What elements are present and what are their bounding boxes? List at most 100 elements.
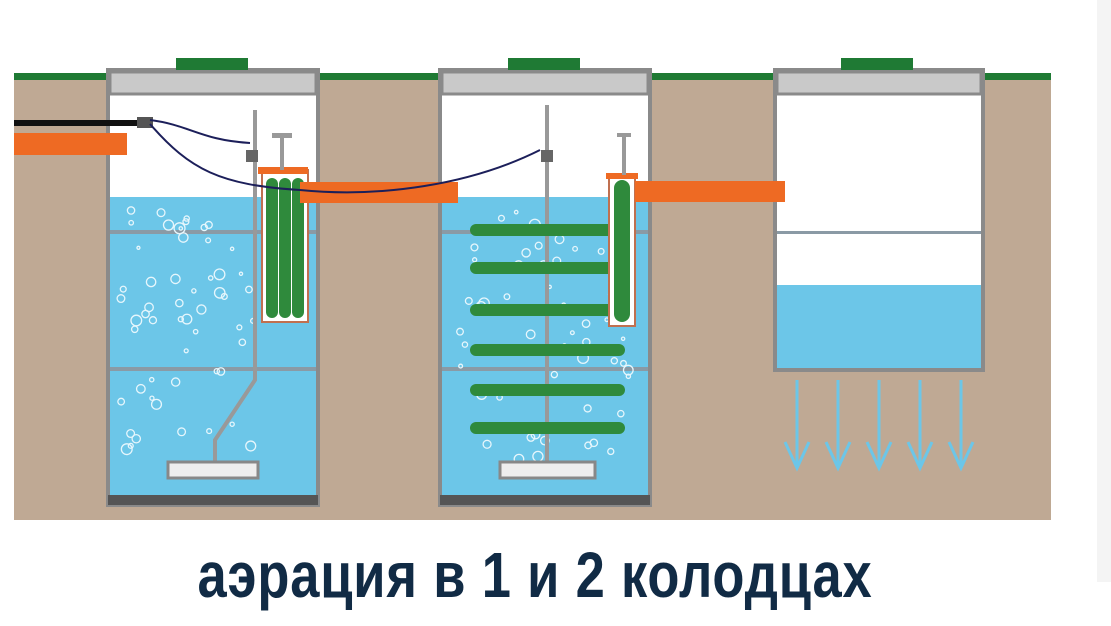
down-arrow-icon — [947, 380, 975, 472]
filtration-arrows — [783, 380, 975, 472]
inlet-pipe — [14, 133, 127, 155]
bubble — [572, 245, 579, 252]
lid — [775, 70, 983, 96]
bubble — [192, 328, 199, 335]
bubble — [619, 359, 627, 367]
bubble — [173, 222, 186, 235]
bubble — [550, 370, 559, 379]
bubble — [130, 325, 139, 334]
bubble — [120, 443, 133, 456]
air-hose — [14, 120, 139, 126]
bubble — [581, 319, 591, 328]
water — [777, 285, 981, 368]
bubble — [177, 316, 185, 323]
bubble — [584, 441, 593, 450]
bubble — [471, 257, 478, 263]
bubble — [583, 404, 592, 413]
bubble — [213, 268, 226, 281]
bubble — [177, 427, 187, 437]
overflow-pipe-2 — [635, 181, 785, 202]
lid-cap — [841, 58, 913, 70]
bubble — [245, 285, 253, 294]
septic-aeration-diagram — [14, 58, 1051, 520]
bubble — [461, 341, 469, 348]
lid — [108, 70, 318, 96]
bubble — [178, 232, 189, 243]
down-arrow-icon — [865, 380, 893, 472]
down-arrow-icon — [906, 380, 934, 472]
down-arrow-icon — [783, 380, 811, 472]
bubble — [162, 219, 175, 231]
bubble — [126, 206, 136, 215]
well-3 — [773, 58, 985, 472]
well-1 — [106, 58, 320, 507]
bubble — [521, 248, 531, 258]
bubble — [191, 288, 197, 294]
bubble — [213, 367, 221, 375]
bubble — [238, 338, 247, 347]
caption: аэрация в 1 и 2 колодцах — [197, 539, 873, 611]
bubble — [216, 367, 226, 376]
bubble — [238, 271, 244, 277]
aerator-diffuser — [166, 460, 260, 480]
bubble — [145, 276, 157, 288]
bubble — [525, 329, 536, 340]
bubble — [144, 302, 154, 313]
bubble — [181, 313, 193, 325]
aerator-pipe — [545, 105, 549, 465]
bubble — [116, 294, 126, 304]
bubble — [456, 327, 465, 336]
bubble — [127, 442, 134, 449]
bubble — [150, 398, 163, 410]
bubble — [135, 383, 146, 394]
bubble — [136, 245, 141, 250]
bubble — [513, 209, 519, 215]
down-arrow-icon — [824, 380, 852, 472]
bubble — [245, 440, 257, 452]
bubble — [175, 298, 184, 308]
bubble — [622, 364, 634, 376]
well-bottom — [108, 495, 318, 505]
brush-horizontal-group — [470, 224, 625, 434]
bubble — [119, 285, 127, 293]
bubble — [196, 304, 207, 315]
bubble — [126, 428, 136, 439]
bubble — [183, 215, 190, 222]
bubble — [178, 226, 184, 231]
bubble — [464, 296, 473, 305]
bubble — [170, 377, 181, 387]
bubble — [482, 439, 492, 449]
bubble — [130, 314, 143, 327]
bubble — [206, 428, 213, 435]
bubble — [229, 421, 235, 427]
bubble — [617, 409, 625, 418]
bubble — [205, 237, 212, 244]
bubble — [625, 373, 632, 380]
bubble — [229, 246, 235, 252]
bubble — [458, 363, 464, 369]
aerator-pipe — [253, 110, 257, 350]
bubble — [236, 324, 243, 331]
page-edge — [1097, 0, 1111, 582]
bubble — [148, 316, 158, 325]
bubble — [131, 433, 142, 444]
bubble — [607, 447, 615, 456]
bubble — [156, 208, 166, 218]
bubble — [213, 286, 226, 299]
bubble — [200, 223, 209, 232]
air-bubbles — [116, 206, 257, 456]
bubble — [620, 336, 626, 342]
bubble — [128, 219, 135, 226]
hose-connector — [137, 117, 153, 128]
aerator-diffuser — [498, 460, 597, 480]
bubble — [117, 397, 126, 406]
lid-cap — [508, 58, 580, 70]
bubble — [539, 435, 550, 446]
lid — [440, 70, 650, 96]
well-bottom — [440, 495, 650, 505]
bubble — [597, 247, 605, 255]
bubble — [182, 218, 190, 226]
brush-vertical — [266, 178, 278, 318]
brush-vertical — [614, 180, 630, 322]
bubble — [148, 376, 155, 383]
